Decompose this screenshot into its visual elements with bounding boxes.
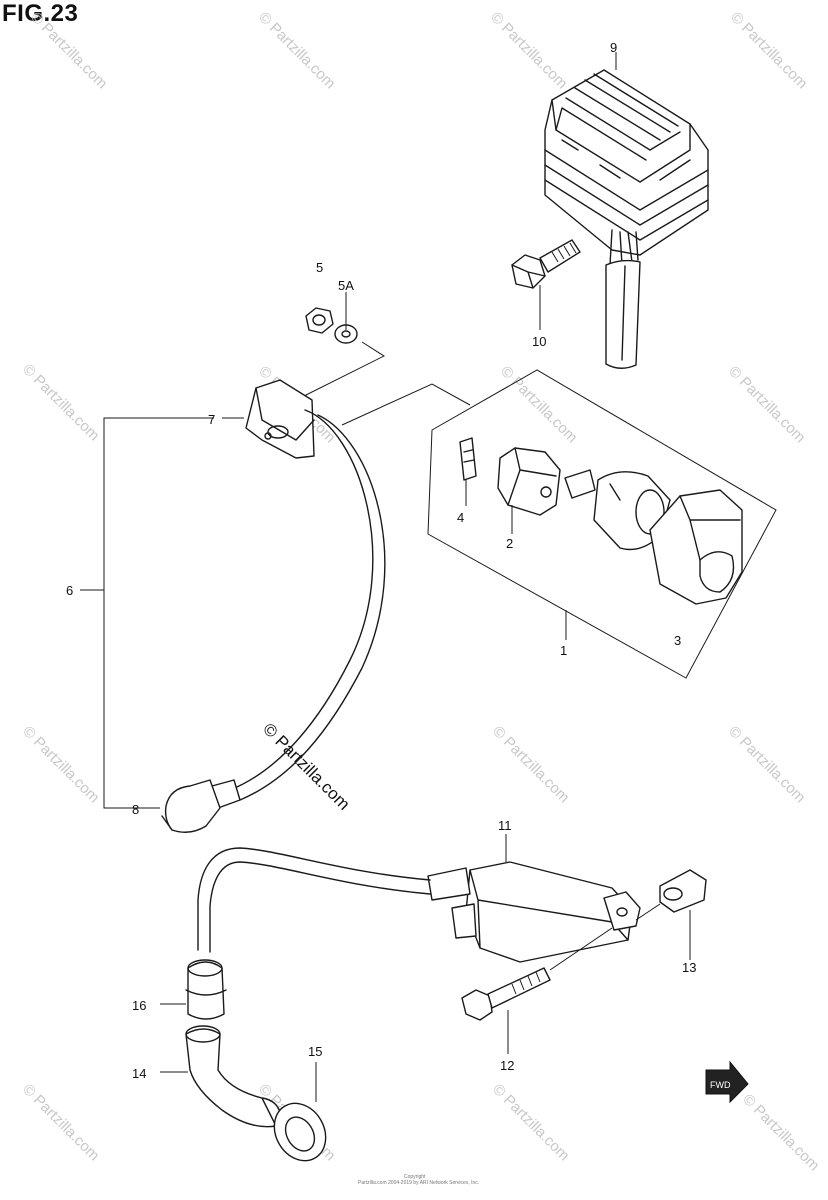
watermark: © Partzilla.com — [27, 9, 110, 92]
grommet[interactable] — [185, 959, 227, 1020]
ignition-coil[interactable] — [427, 861, 641, 963]
front-arrow-label: FWD — [710, 1080, 731, 1090]
front-direction-arrow-icon: FWD — [705, 1060, 749, 1104]
collar[interactable] — [659, 869, 707, 913]
watermark: © Partzilla.com — [489, 1081, 572, 1164]
spark-plug-cap[interactable] — [161, 779, 241, 833]
plug-lead-connector[interactable] — [245, 379, 315, 459]
callout-8: 8 — [132, 802, 139, 817]
dash-leader-line — [549, 927, 613, 971]
callout-6: 6 — [66, 583, 73, 598]
seal-ring[interactable] — [264, 1094, 336, 1170]
callout-4: 4 — [457, 510, 464, 525]
callout-16: 16 — [132, 998, 146, 1013]
high-tension-lead[interactable] — [229, 409, 374, 791]
figure-title: FIG.23 — [2, 0, 79, 27]
watermark: © Partzilla.com — [19, 361, 102, 444]
mounting-bolt[interactable] — [511, 239, 581, 289]
callout-15: 15 — [308, 1044, 322, 1059]
watermark: © Partzilla.com — [487, 9, 570, 92]
callout-5a: 5A — [338, 278, 354, 293]
watermark: © Partzilla.com — [19, 723, 102, 806]
callout-3: 3 — [674, 633, 681, 648]
callout-13: 13 — [682, 960, 696, 975]
callout-14: 14 — [132, 1066, 146, 1081]
watermark: © Partzilla.com — [725, 363, 808, 446]
footer-copyright: Copyright — [404, 1174, 426, 1180]
switch-body[interactable] — [497, 447, 596, 516]
switch-cover[interactable] — [649, 489, 743, 605]
callout-12: 12 — [500, 1058, 514, 1073]
watermark: © Partzilla.com — [255, 9, 338, 92]
watermark: © Partzilla.com — [19, 1081, 102, 1164]
callout-7: 7 — [208, 412, 215, 427]
watermark: © Partzilla.com — [497, 363, 580, 446]
callout-2: 2 — [506, 536, 513, 551]
coil-lead-wire[interactable] — [197, 847, 431, 951]
dash-leader-line — [341, 383, 471, 426]
callout-10: 10 — [532, 334, 546, 349]
dash-leader-line — [635, 903, 661, 921]
watermark: © Partzilla.com — [727, 9, 810, 92]
watermark: © Partzilla.com — [739, 1091, 822, 1174]
callout-1: 1 — [560, 643, 567, 658]
callout-9: 9 — [610, 40, 617, 55]
ignition-switch-kit-box — [427, 369, 777, 679]
group-bracket-line — [103, 417, 214, 809]
coil-bolt[interactable] — [461, 967, 551, 1021]
plug-cap-elbow[interactable] — [185, 1025, 281, 1128]
watermark: © Partzilla.com — [725, 723, 808, 806]
callout-11: 11 — [498, 818, 512, 833]
watermark: © Partzilla.com — [489, 723, 572, 806]
nut[interactable] — [305, 307, 334, 334]
footer-copyright-detail: Partzilla.com 2004-2019 by ARI Network S… — [358, 1180, 479, 1186]
callout-5: 5 — [316, 260, 323, 275]
regulator-rectifier[interactable] — [544, 69, 709, 369]
watermark-main: © Partzilla.com — [259, 719, 353, 813]
switch-key[interactable] — [459, 437, 477, 481]
dash-leader-line — [299, 341, 386, 399]
